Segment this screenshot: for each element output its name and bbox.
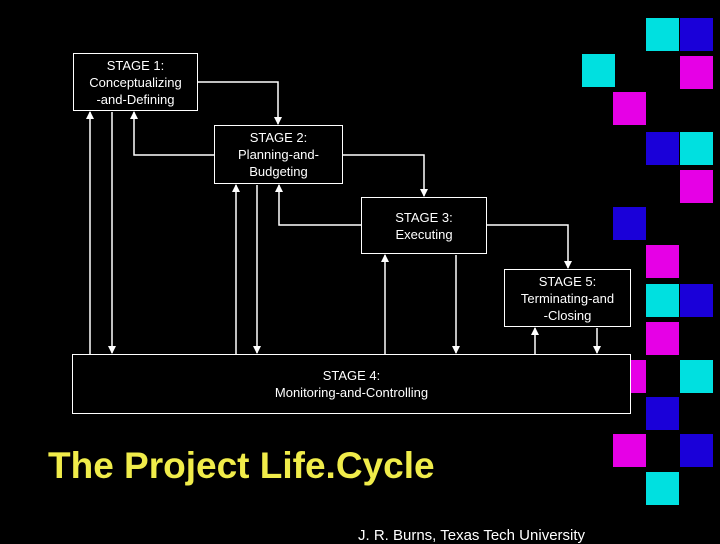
- arrow-s2-to-s1: [134, 112, 214, 155]
- arrow-s1-to-s2: [198, 82, 278, 124]
- stage-5-box: STAGE 5: Terminating-and -Closing: [504, 269, 631, 327]
- stage-4-label: STAGE 4: Monitoring-and-Controlling: [275, 367, 428, 401]
- stage-1-box: STAGE 1: Conceptualizing -and-Defining: [73, 53, 198, 111]
- stage-3-label: STAGE 3: Executing: [395, 209, 453, 243]
- stage-1-label: STAGE 1: Conceptualizing -and-Defining: [89, 57, 182, 108]
- arrow-s3-to-s2: [279, 185, 361, 225]
- arrow-s2-to-s3: [343, 155, 424, 196]
- stage-4-box: STAGE 4: Monitoring-and-Controlling: [72, 354, 631, 414]
- stage-5-label: STAGE 5: Terminating-and -Closing: [521, 273, 614, 324]
- stage-3-box: STAGE 3: Executing: [361, 197, 487, 254]
- slide-title: The Project Life.Cycle: [48, 445, 435, 487]
- author-credit: J. R. Burns, Texas Tech University: [358, 527, 585, 544]
- stage-2-box: STAGE 2: Planning-and- Budgeting: [214, 125, 343, 184]
- arrow-s3-to-s5: [487, 225, 568, 268]
- stage-2-label: STAGE 2: Planning-and- Budgeting: [238, 129, 319, 180]
